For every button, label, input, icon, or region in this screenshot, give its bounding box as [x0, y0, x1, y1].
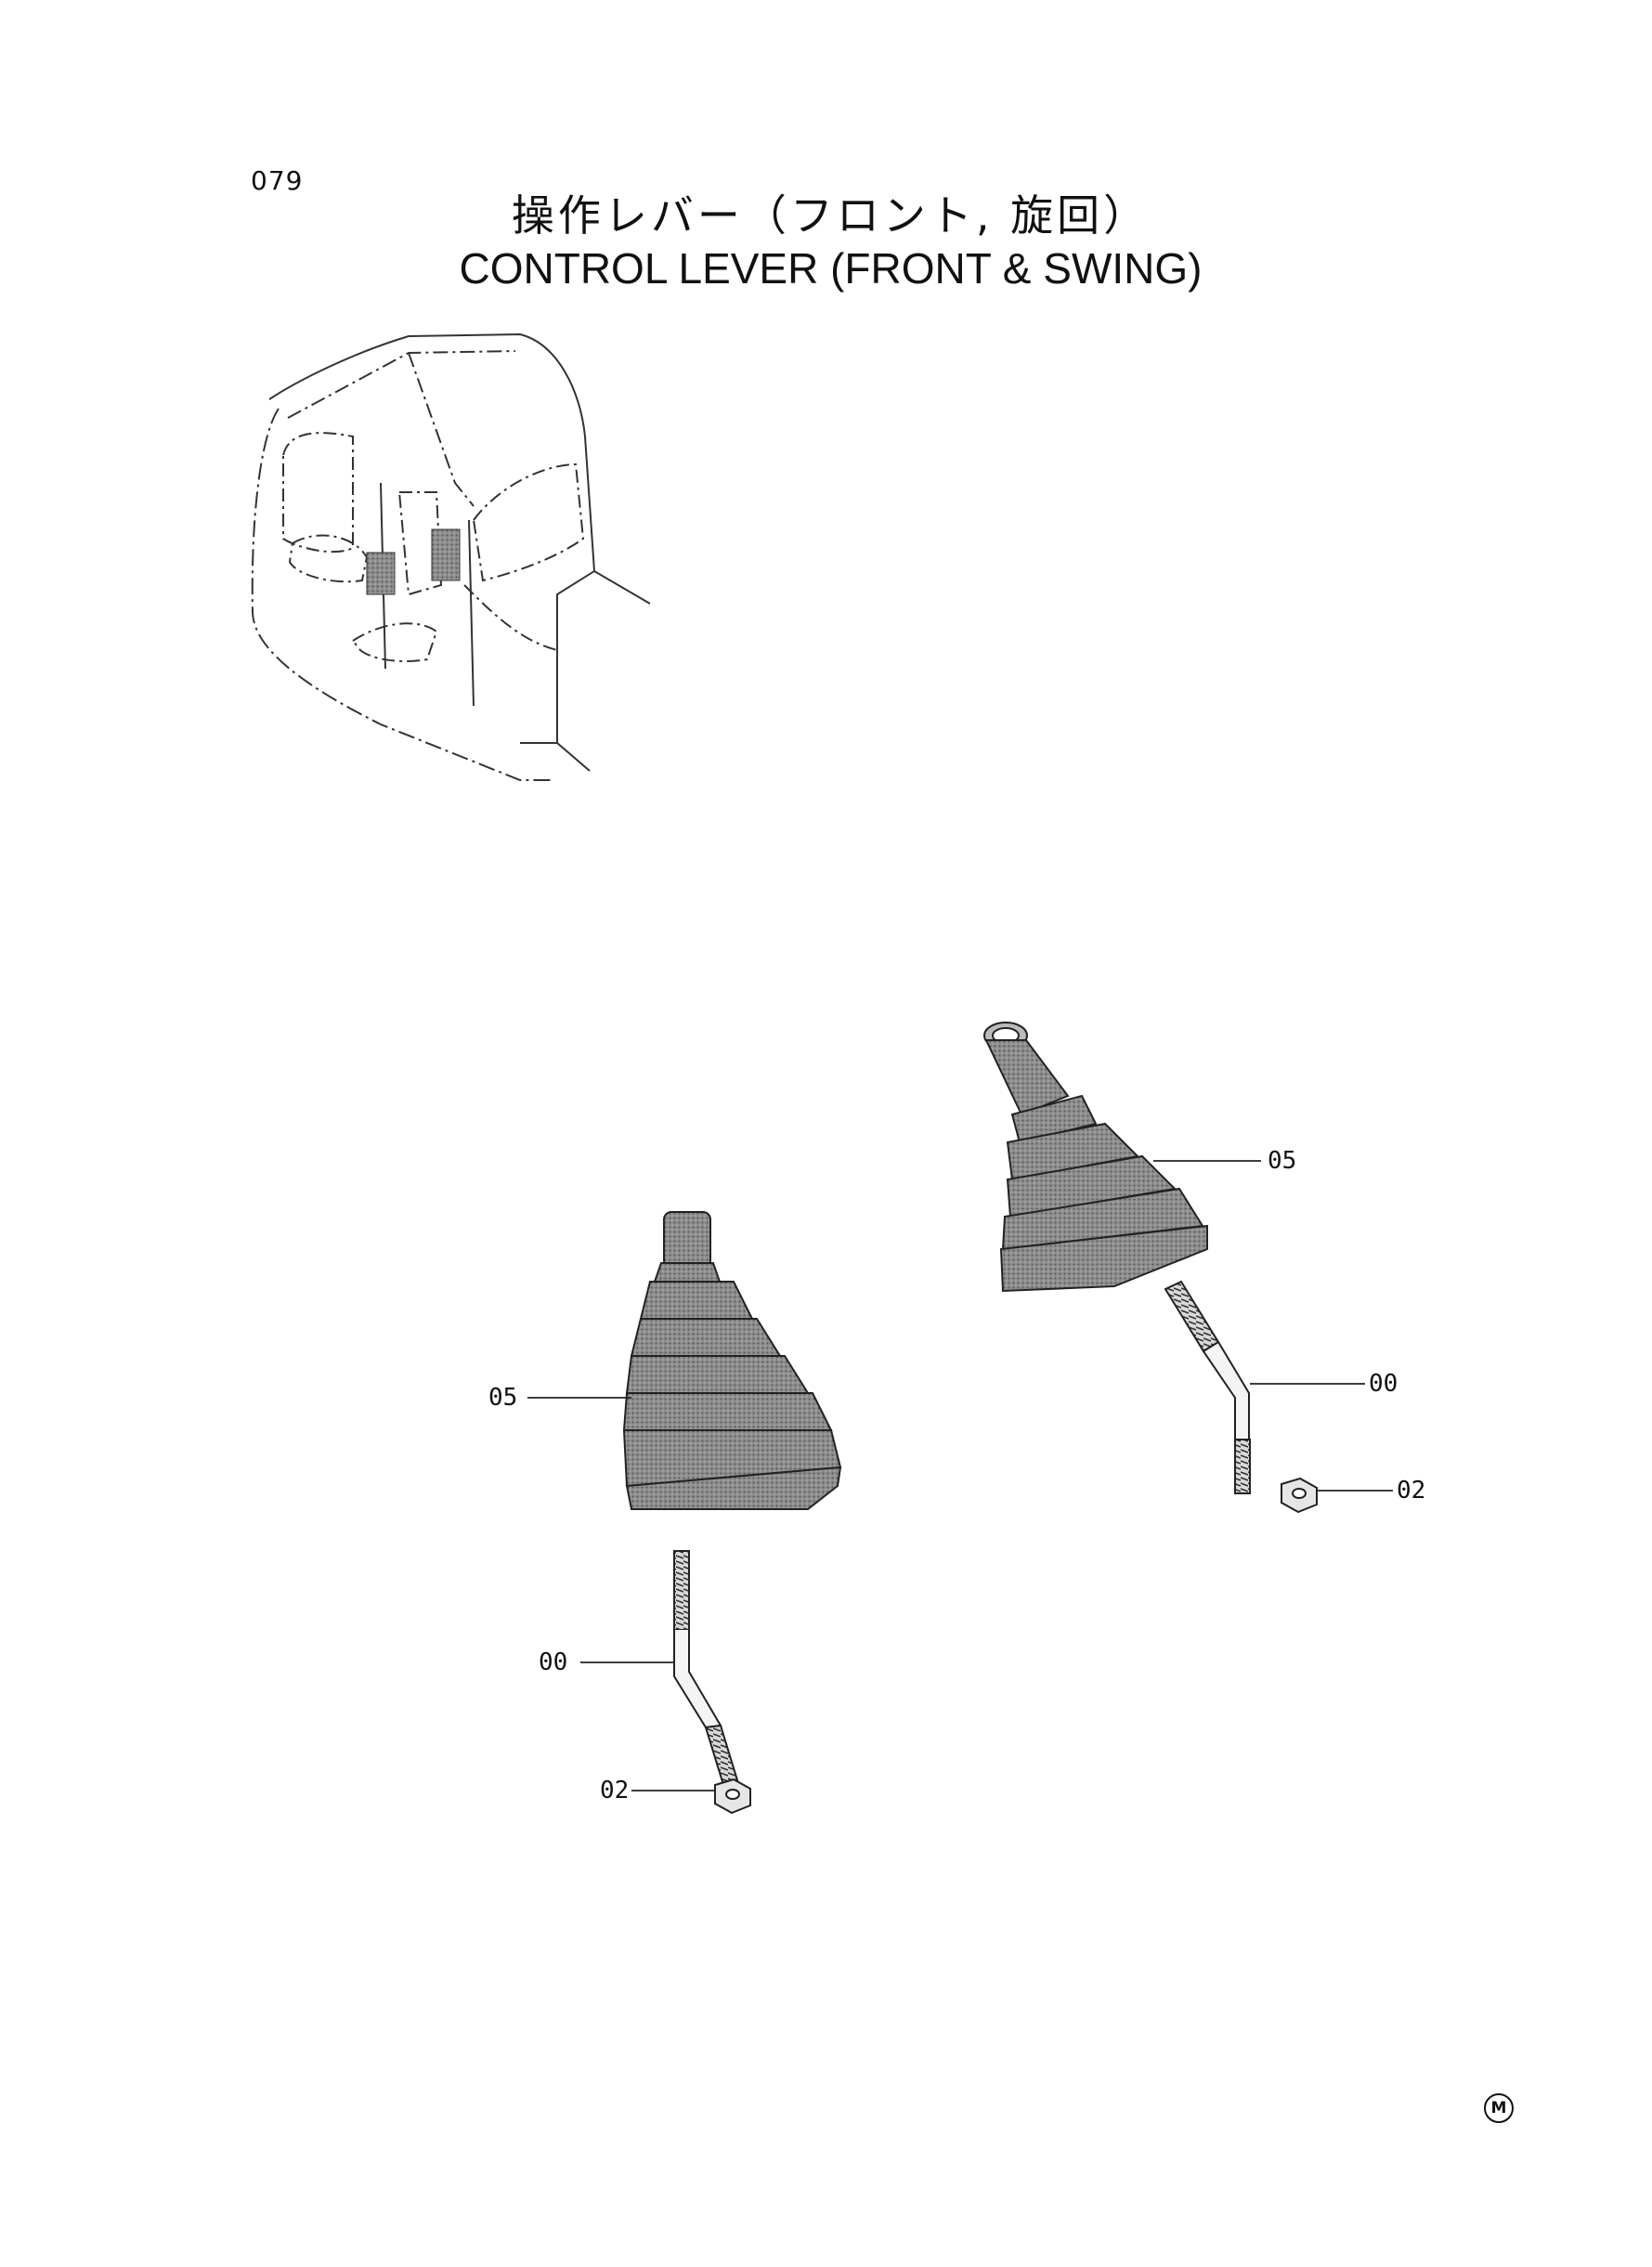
cab-overview	[251, 332, 651, 781]
right-lever	[1164, 1280, 1251, 1494]
left-lever-assembly	[527, 1211, 842, 1815]
callout-right-boot: 05	[1268, 1147, 1297, 1175]
page-number: 079	[251, 165, 304, 196]
callout-right-lever: 00	[1369, 1370, 1398, 1398]
right-lever-assembly	[983, 1022, 1393, 1514]
page-title-english: CONTROL LEVER (FRONT & SWING)	[459, 244, 1203, 293]
callout-left-boot: 05	[488, 1384, 518, 1412]
left-boot	[622, 1211, 842, 1510]
callout-left-nut: 02	[600, 1777, 630, 1804]
left-lever	[672, 1550, 740, 1790]
callout-right-nut: 02	[1397, 1477, 1426, 1505]
right-boot	[983, 1022, 1208, 1293]
callout-left-lever: 00	[539, 1648, 568, 1676]
m-mark-icon: M	[1484, 2093, 1514, 2123]
page-title-japanese: 操作レバー（フロント, 旋回）	[511, 190, 1151, 241]
left-nut	[714, 1778, 751, 1815]
right-nut	[1281, 1477, 1318, 1514]
